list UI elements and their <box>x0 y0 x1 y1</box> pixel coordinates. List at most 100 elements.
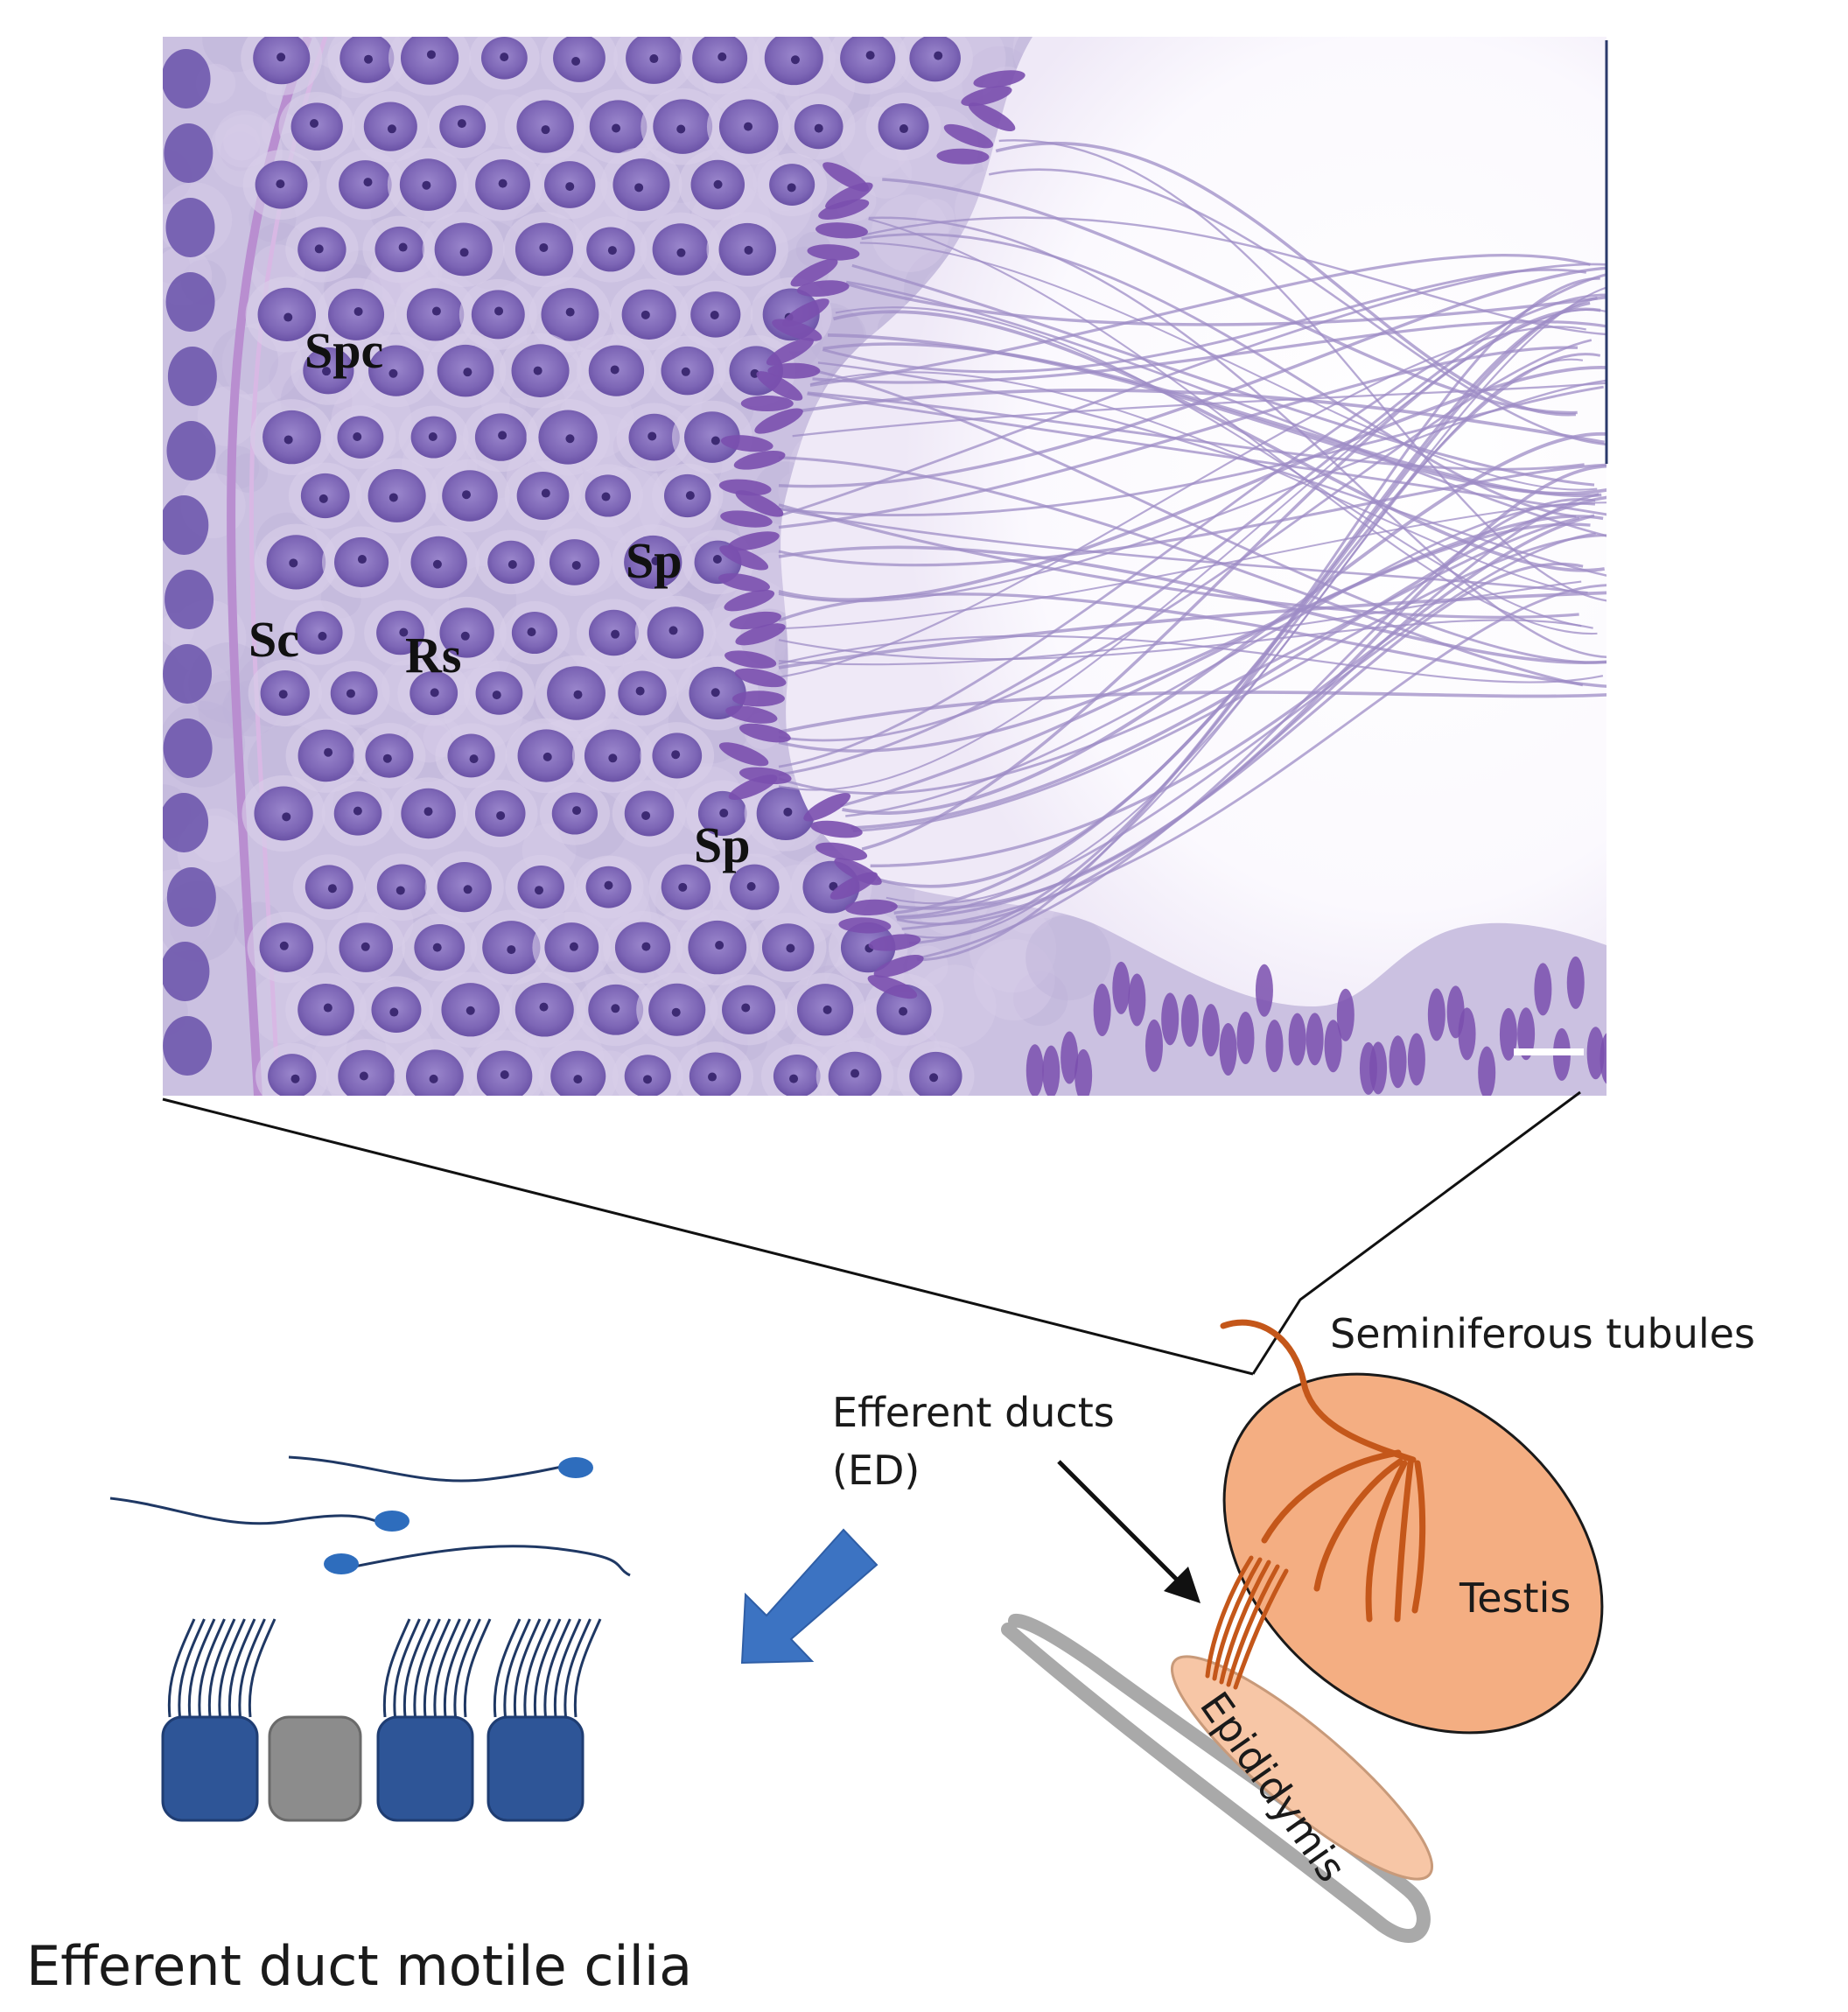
sperm-tail <box>354 1545 631 1577</box>
spermatogonium-nucleus <box>165 272 215 332</box>
sperm-head <box>754 408 803 434</box>
efferent-ducts-pointer-head <box>1164 1567 1200 1603</box>
nucleolus <box>787 183 796 193</box>
flagellum <box>809 254 1591 387</box>
cilium <box>513 1618 542 1718</box>
sperm-head <box>796 280 850 297</box>
nucleolus <box>527 627 536 637</box>
efferent-ducts-drawing <box>1205 1555 1289 1690</box>
nucleolus <box>640 310 650 319</box>
sperm-head <box>807 244 860 261</box>
cilium <box>413 1618 441 1718</box>
flagellum <box>778 379 1606 603</box>
cell-nucleus <box>295 611 343 655</box>
sperm-head <box>936 148 990 165</box>
nucleolus <box>359 1071 368 1081</box>
nucleolus <box>822 1005 832 1014</box>
cell-nucleus <box>683 411 740 463</box>
flagellum <box>778 545 1606 665</box>
cilium <box>207 1618 236 1718</box>
nucleolus <box>850 1069 860 1078</box>
spermatogonium-nucleus <box>163 942 210 1001</box>
sperm-head <box>1219 1023 1237 1076</box>
sperm-head <box>1427 988 1446 1041</box>
nucleolus <box>457 119 466 129</box>
spermatogonium-nucleus <box>165 198 215 257</box>
nucleolus <box>643 1075 653 1084</box>
nucleolus <box>289 558 298 568</box>
sperm-head <box>1389 1035 1407 1089</box>
flagellum <box>778 515 1604 753</box>
nucleolus <box>610 365 620 375</box>
flagellum <box>998 139 1606 602</box>
cilium <box>443 1618 472 1718</box>
epididymis <box>1170 1655 1434 1881</box>
nucleolus <box>432 559 442 569</box>
nucleolus <box>676 124 686 134</box>
nucleolus <box>929 1073 939 1083</box>
nucleolus <box>565 434 575 444</box>
sperm-head <box>782 298 830 327</box>
spermatogonium-nucleus <box>167 347 217 406</box>
flagellum <box>778 463 1606 567</box>
sperm-head <box>810 820 863 838</box>
nucleolus <box>460 631 470 641</box>
nucleolus <box>671 750 681 760</box>
flagellum <box>833 310 1605 572</box>
sperm-head <box>1306 1013 1324 1066</box>
sperm-head <box>1026 1044 1044 1096</box>
flagellum <box>896 563 1584 920</box>
nucleolus <box>463 885 472 894</box>
flagellum <box>868 216 1606 658</box>
sperm-head <box>816 222 868 239</box>
sperm-head <box>1499 1007 1517 1061</box>
sperm-head <box>732 691 785 707</box>
sperm-head <box>756 371 803 401</box>
nucleolus <box>327 884 337 894</box>
direction-arrow <box>740 1528 878 1665</box>
sperm-head <box>816 842 868 861</box>
tubule-lumen <box>780 37 1606 1006</box>
nucleolus <box>571 560 581 570</box>
cell-nucleus <box>400 37 459 85</box>
flagellum <box>778 339 1592 742</box>
nucleolus <box>466 1006 475 1015</box>
flagellum <box>835 306 1582 627</box>
nucleolus <box>648 431 657 441</box>
nucleolus <box>429 1074 438 1083</box>
efferent-ducts-pointer <box>1057 1460 1185 1588</box>
nucleolus <box>741 1003 751 1013</box>
flagellum <box>812 319 1606 384</box>
sperm-head <box>719 545 769 571</box>
nucleolus <box>535 886 544 895</box>
sperm-head <box>1144 1019 1163 1072</box>
sperm-head <box>867 975 918 999</box>
flagellum <box>846 280 1606 537</box>
sperm-head <box>728 531 780 551</box>
label-seminiferous-tubules: Seminiferous tubules <box>1330 1310 1755 1357</box>
sperm-head <box>733 450 786 470</box>
nucleolus <box>786 943 795 953</box>
sperm-head <box>818 199 870 220</box>
sperm-head <box>718 573 770 592</box>
cilium <box>402 1618 431 1718</box>
sperm-head <box>1265 1020 1284 1073</box>
germ-cell-nuclei <box>163 37 975 1096</box>
nucleolus <box>572 806 582 816</box>
sperm-head <box>1236 1012 1255 1065</box>
sperm-head <box>868 934 921 951</box>
nucleolus <box>899 124 908 134</box>
nucleolus <box>744 245 753 255</box>
nucleolus <box>399 627 409 637</box>
nucleolus <box>507 945 516 955</box>
nucleolus <box>426 50 436 60</box>
male-reproductive-diagram: Seminiferous tubules Efferent ducts (ED)… <box>832 1310 1755 1943</box>
sperm-head <box>766 338 814 366</box>
sperm-head <box>1586 1027 1605 1080</box>
spermatogonium-nucleus <box>164 123 214 183</box>
sperm-head <box>1161 992 1180 1046</box>
testis <box>1222 1372 1604 1735</box>
nucleolus <box>363 178 373 187</box>
sperm-head <box>822 162 870 192</box>
cilium <box>167 1618 196 1718</box>
